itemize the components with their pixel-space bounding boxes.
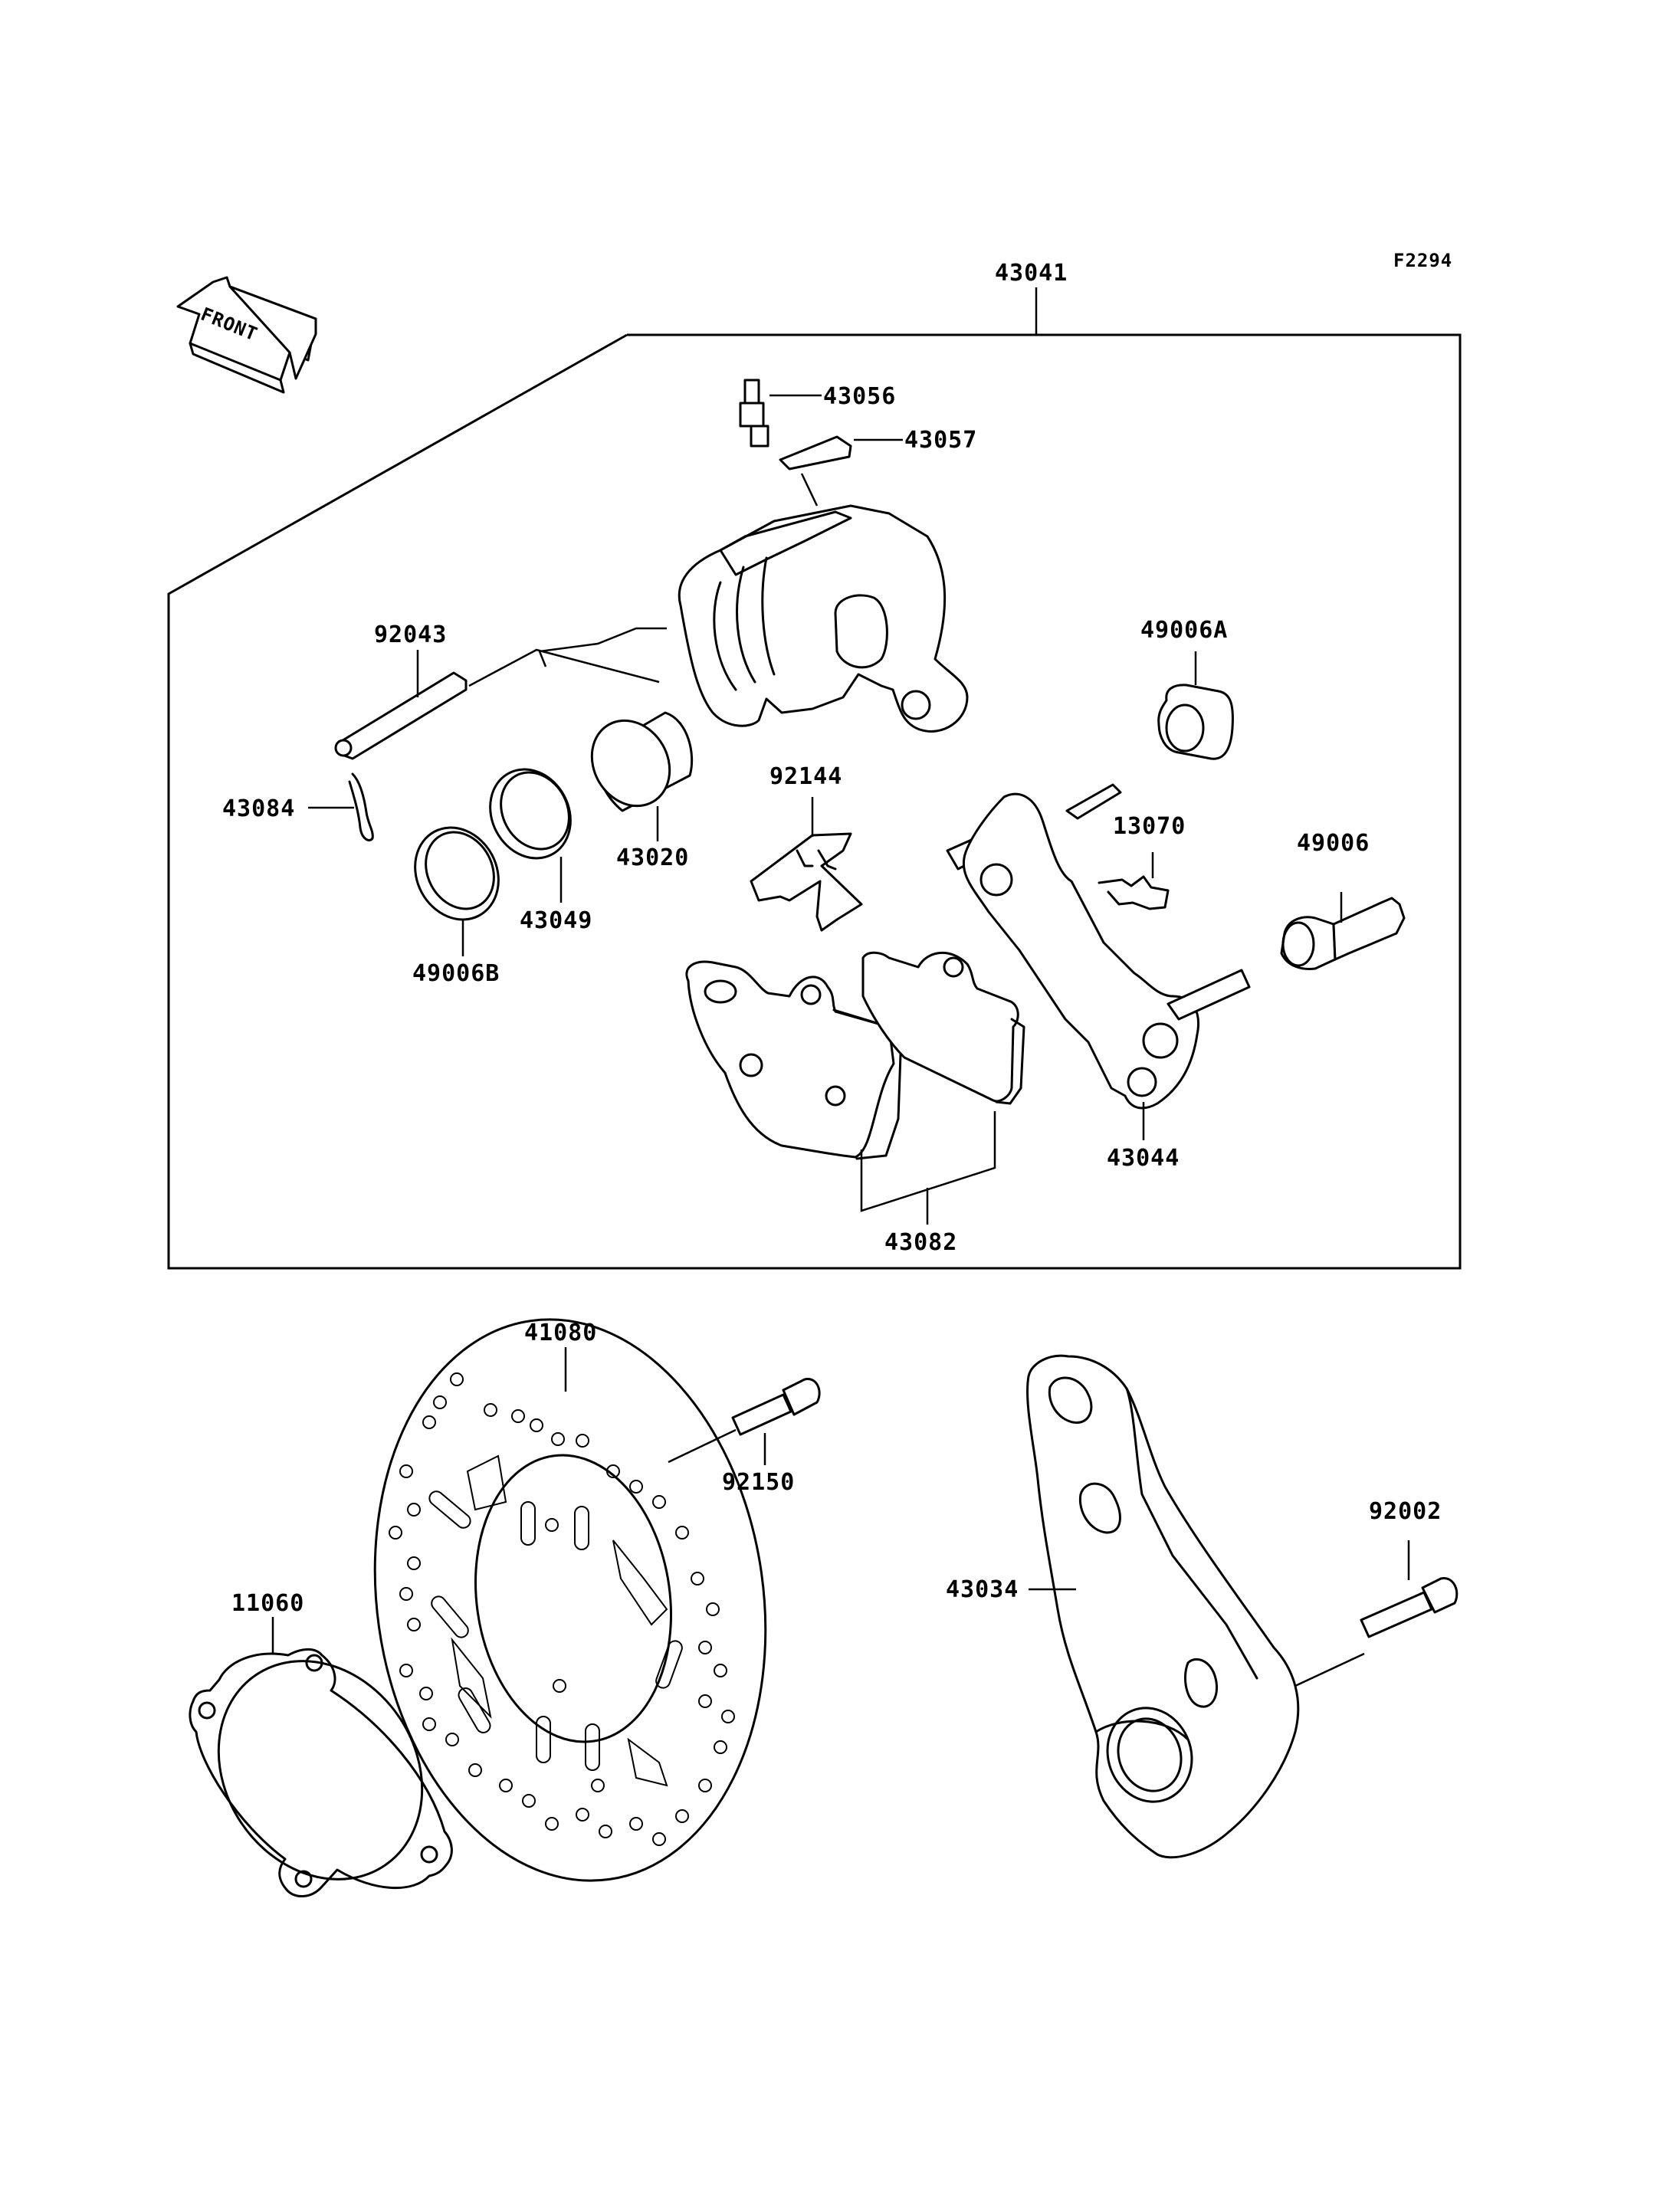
label-49006B: 49006B <box>412 960 500 987</box>
label-92150: 92150 <box>722 1469 795 1496</box>
disc-gasket-part <box>189 1617 453 1897</box>
piston-part <box>590 711 694 841</box>
front-arrow-icon: FRONT <box>176 276 317 394</box>
caliper-body-part <box>538 504 969 733</box>
pin-boot-upper-part <box>1157 651 1234 760</box>
disc-bolt-part <box>731 1378 821 1465</box>
mount-bolt-part <box>1360 1540 1459 1638</box>
pin-clip-part <box>308 772 374 841</box>
bleeder-cap-part <box>779 435 903 507</box>
label-43056: 43056 <box>823 383 896 410</box>
label-43057: 43057 <box>904 427 977 454</box>
pin-boot-lower-part <box>1280 892 1406 970</box>
label-43082: 43082 <box>884 1229 957 1256</box>
brake-disc-part <box>373 1318 767 1882</box>
label-41080: 41080 <box>524 1320 597 1346</box>
caliper-bracket-part <box>946 783 1251 1140</box>
label-92043: 92043 <box>374 621 447 648</box>
label-43084: 43084 <box>222 795 295 822</box>
label-13070: 13070 <box>1113 813 1186 840</box>
label-49006A: 49006A <box>1140 617 1228 644</box>
pad-spring-part <box>750 797 863 932</box>
piston-seal-part <box>489 768 572 903</box>
figure-id: F2294 <box>1393 250 1452 271</box>
label-43020: 43020 <box>616 844 689 871</box>
label-92002: 92002 <box>1369 1498 1442 1525</box>
label-49006: 49006 <box>1297 830 1370 857</box>
bleeder-valve-part <box>739 379 822 448</box>
caliper-pin-part <box>334 648 660 760</box>
caliper-assembly-box <box>167 287 1462 1270</box>
label-43049: 43049 <box>520 907 592 934</box>
label-43041: 43041 <box>995 260 1068 287</box>
label-43044: 43044 <box>1107 1145 1180 1172</box>
label-92144: 92144 <box>769 763 842 790</box>
label-11060: 11060 <box>231 1590 304 1617</box>
dust-seal-part <box>414 826 500 956</box>
brake-pad-left-part <box>685 960 903 1160</box>
bracket-clip-part <box>1098 852 1170 910</box>
label-43034: 43034 <box>946 1576 1019 1603</box>
caliper-mount-part <box>1026 1354 1365 1859</box>
brake-pad-right-part <box>861 951 1025 1105</box>
